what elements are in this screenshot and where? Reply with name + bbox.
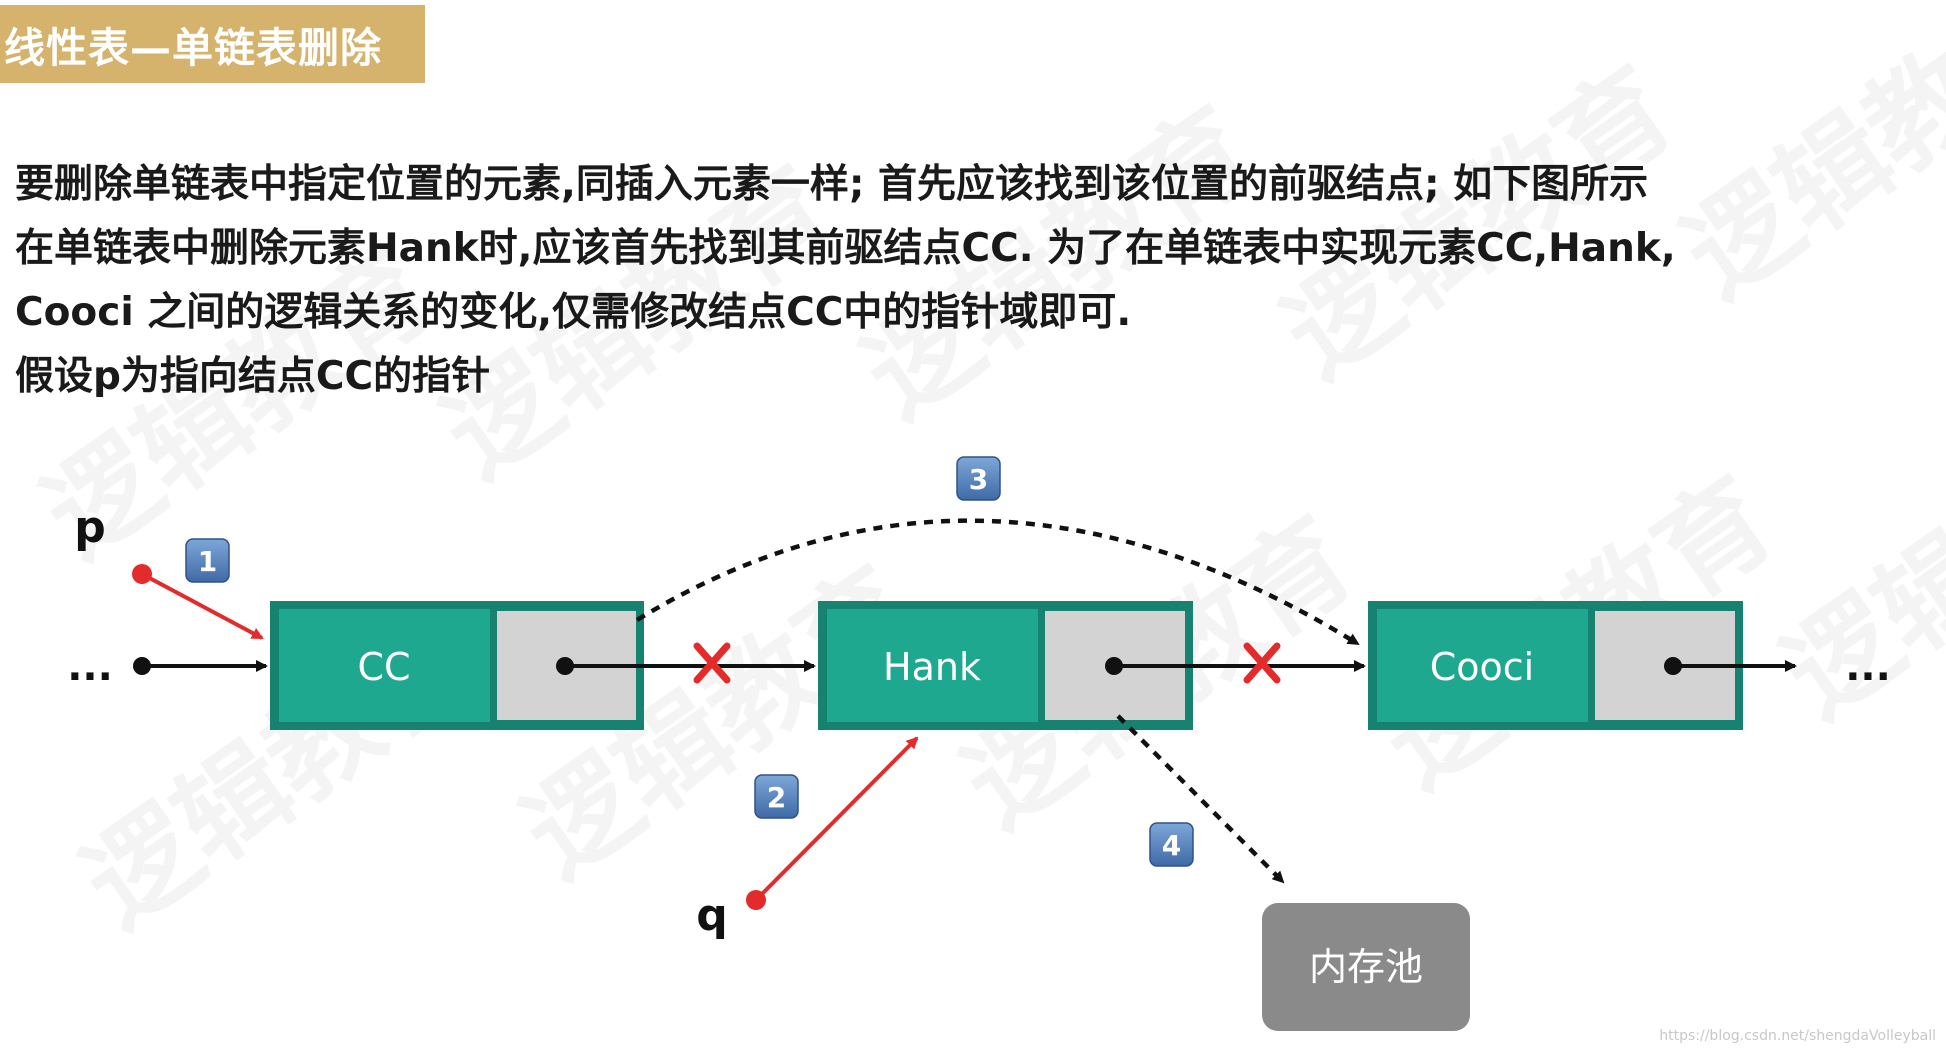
free-dashed-arrow [1116,714,1285,884]
memory-pool-box [1262,903,1470,1031]
step-badge-2: 2 [754,774,799,819]
node-cooci-label: Cooci [1430,645,1534,689]
step-badge-label: 2 [767,781,786,814]
paragraph-line: 在单链表中删除元素Hank时,应该首先找到其前驱结点CC. 为了在单链表中实现元… [15,226,1676,271]
paragraph-line: 要删除单链表中指定位置的元素,同插入元素一样; 首先应该找到该位置的前驱结点; … [15,162,1649,207]
step-badge-label: 4 [1162,829,1181,862]
pointer-p-label: p [74,502,106,553]
node-cc-data-cell [279,609,490,722]
pointer-q-label: q [696,890,728,941]
paragraph-line: Cooci 之间的逻辑关系的变化,仅需修改结点CC中的指针域即可. [15,290,1132,335]
watermark-text: 逻辑教育 [841,84,1275,441]
paragraph-line: 假设p为指向结点CC的指针 [15,354,491,399]
source-credit: https://blog.csdn.net/shengdaVolleyball [1659,1028,1936,1044]
node-hank-label: Hank [883,645,981,689]
memory-pool: 内存池 [1262,903,1470,1031]
pointer-q-arrow [754,736,919,902]
description-paragraph: 要删除单链表中指定位置的元素,同插入元素一样; 首先应该找到该位置的前驱结点; … [15,153,1935,409]
watermark-text: 逻辑教育 [1661,0,1946,321]
watermark-text: 逻辑教育 [421,144,855,501]
node-hank: Hank [818,601,1193,730]
step-badge-label: 1 [198,545,217,578]
memory-pool-label: 内存池 [1309,945,1423,989]
ellipsis-right: ... [1845,644,1891,690]
node-cooci-data-cell [1377,609,1588,722]
slide-title-bar: 线性表—单链表删除 [0,5,425,83]
node-hank-data-cell [827,609,1038,722]
step-badge-label: 3 [969,463,988,496]
slide-title: 线性表—单链表删除 [4,24,382,72]
cross-mark-icon [1243,642,1281,684]
cross-mark-icon [693,642,731,684]
pointer-p-arrow [141,572,264,640]
node-cc-label: CC [357,645,410,689]
step-badge-4: 4 [1149,822,1194,867]
watermark-text: 逻辑教育 [1261,44,1695,401]
step-badge-1: 1 [185,538,230,583]
ellipsis-left: ... [67,644,113,690]
step-badge-3: 3 [956,456,1001,501]
